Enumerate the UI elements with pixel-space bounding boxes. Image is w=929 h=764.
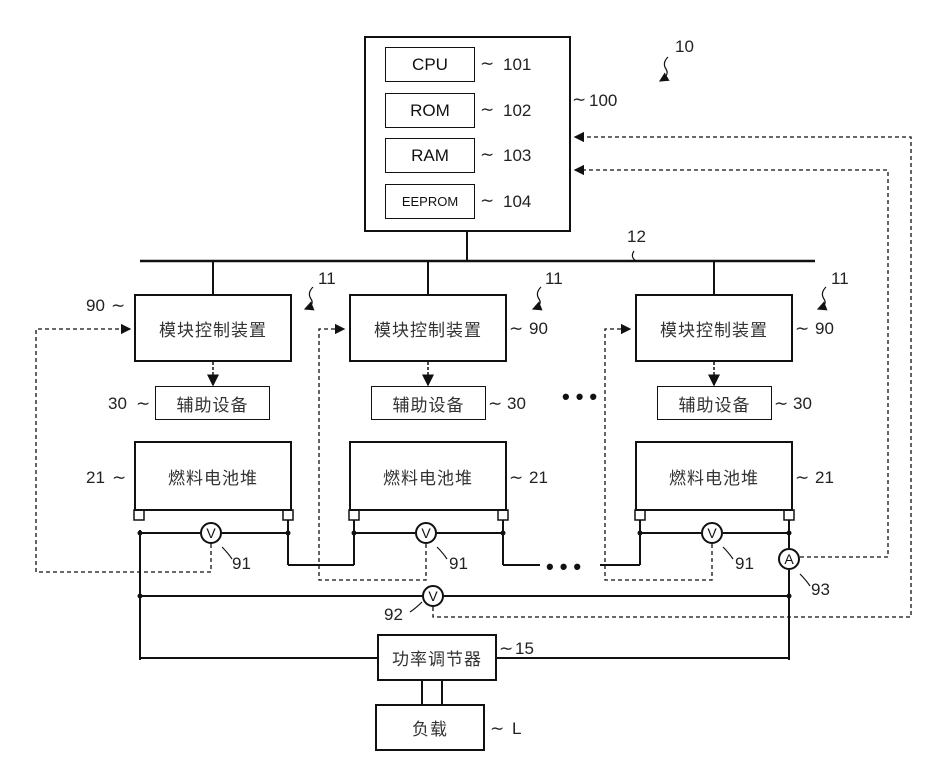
load-ref: L <box>512 720 521 737</box>
bus-ref: 12 <box>627 228 646 245</box>
fuel-cell-stack-label: 燃料电池堆 <box>168 464 258 489</box>
ammeter-ref: 93 <box>811 581 830 598</box>
module-controller-label: 模块控制装置 <box>660 316 768 341</box>
voltmeter-ref-1: 91 <box>232 555 251 572</box>
tilde-s2: ∼ <box>509 469 523 486</box>
controller-ref-1: 90 <box>86 297 105 314</box>
controller-ref: 100 <box>589 92 617 109</box>
tilde-ram: ∼ <box>480 146 494 163</box>
fuel-cell-stack-label: 燃料电池堆 <box>669 464 759 489</box>
tilde-s1: ∼ <box>112 469 126 486</box>
ram-box: RAM <box>385 138 475 173</box>
aux-device-label: 辅助设备 <box>393 391 465 416</box>
tilde-a1: ∼ <box>136 395 150 412</box>
rom-box: ROM <box>385 93 475 128</box>
load-label: 负载 <box>412 715 448 740</box>
voltmeter-ref-3: 91 <box>735 555 754 572</box>
controller-ref-3: 90 <box>815 320 834 337</box>
tilde-pc: ∼ <box>499 640 513 657</box>
aux-device-3: 辅助设备 <box>657 386 772 420</box>
tilde-a2: ∼ <box>488 395 502 412</box>
voltmeter-2: V <box>415 522 437 544</box>
module-controller-2: 模块控制装置 <box>349 294 507 362</box>
tilde-eeprom: ∼ <box>480 192 494 209</box>
module-controller-1: 模块控制装置 <box>134 294 292 362</box>
power-conditioner: 功率调节器 <box>377 634 497 681</box>
rom-label: ROM <box>410 101 450 121</box>
tilde-load: ∼ <box>490 720 504 737</box>
tilde-rom: ∼ <box>480 101 494 118</box>
aux-device-2: 辅助设备 <box>371 386 486 420</box>
tilde-cpu: ∼ <box>480 55 494 72</box>
aux-device-1: 辅助设备 <box>155 386 270 420</box>
tilde-s3: ∼ <box>795 469 809 486</box>
voltmeter-ref-2: 91 <box>449 555 468 572</box>
module-ref-3: 11 <box>831 270 849 287</box>
fuel-cell-stack-2: 燃料电池堆 <box>349 441 507 511</box>
cpu-ref: 101 <box>503 56 531 73</box>
figure-ref: 10 <box>675 38 694 55</box>
module-controller-3: 模块控制装置 <box>635 294 793 362</box>
fuel-cell-stack-label: 燃料电池堆 <box>383 464 473 489</box>
ram-ref: 103 <box>503 147 531 164</box>
eeprom-ref: 104 <box>503 193 531 210</box>
tilde-c2: ∼ <box>509 320 523 337</box>
stack-ref-1: 21 <box>86 469 105 486</box>
module-ref-2: 11 <box>545 270 563 287</box>
rom-ref: 102 <box>503 102 531 119</box>
voltmeter-3: V <box>701 522 723 544</box>
cpu-label: CPU <box>412 55 448 75</box>
stack-ref-2: 21 <box>529 469 548 486</box>
fuel-cell-stack-1: 燃料电池堆 <box>134 441 292 511</box>
load: 负载 <box>375 704 485 751</box>
stack-ref-3: 21 <box>815 469 834 486</box>
total-voltmeter: V <box>422 585 444 607</box>
tilde-c1: ∼ <box>111 297 125 314</box>
aux-ref-3: 30 <box>793 395 812 412</box>
aux-ref-1: 30 <box>108 395 127 412</box>
ammeter: A <box>778 548 800 570</box>
aux-device-label: 辅助设备 <box>177 391 249 416</box>
tilde-controller: ∼ <box>572 91 586 108</box>
ellipsis-top: ••• <box>562 384 603 410</box>
module-controller-label: 模块控制装置 <box>159 316 267 341</box>
ellipsis-bottom: ••• <box>546 554 587 580</box>
power-conditioner-label: 功率调节器 <box>392 645 482 670</box>
tilde-a3: ∼ <box>774 395 788 412</box>
cpu-box: CPU <box>385 47 475 82</box>
tilde-c3: ∼ <box>795 320 809 337</box>
total-voltmeter-ref: 92 <box>384 606 403 623</box>
controller-ref-2: 90 <box>529 320 548 337</box>
voltmeter-1: V <box>200 522 222 544</box>
module-ref-1: 11 <box>318 270 336 287</box>
module-controller-label: 模块控制装置 <box>374 316 482 341</box>
eeprom-label: EEPROM <box>402 194 458 209</box>
aux-device-label: 辅助设备 <box>679 391 751 416</box>
aux-ref-2: 30 <box>507 395 526 412</box>
power-conditioner-ref: 15 <box>515 640 534 657</box>
eeprom-box: EEPROM <box>385 184 475 219</box>
ram-label: RAM <box>411 146 449 166</box>
fuel-cell-stack-3: 燃料电池堆 <box>635 441 793 511</box>
